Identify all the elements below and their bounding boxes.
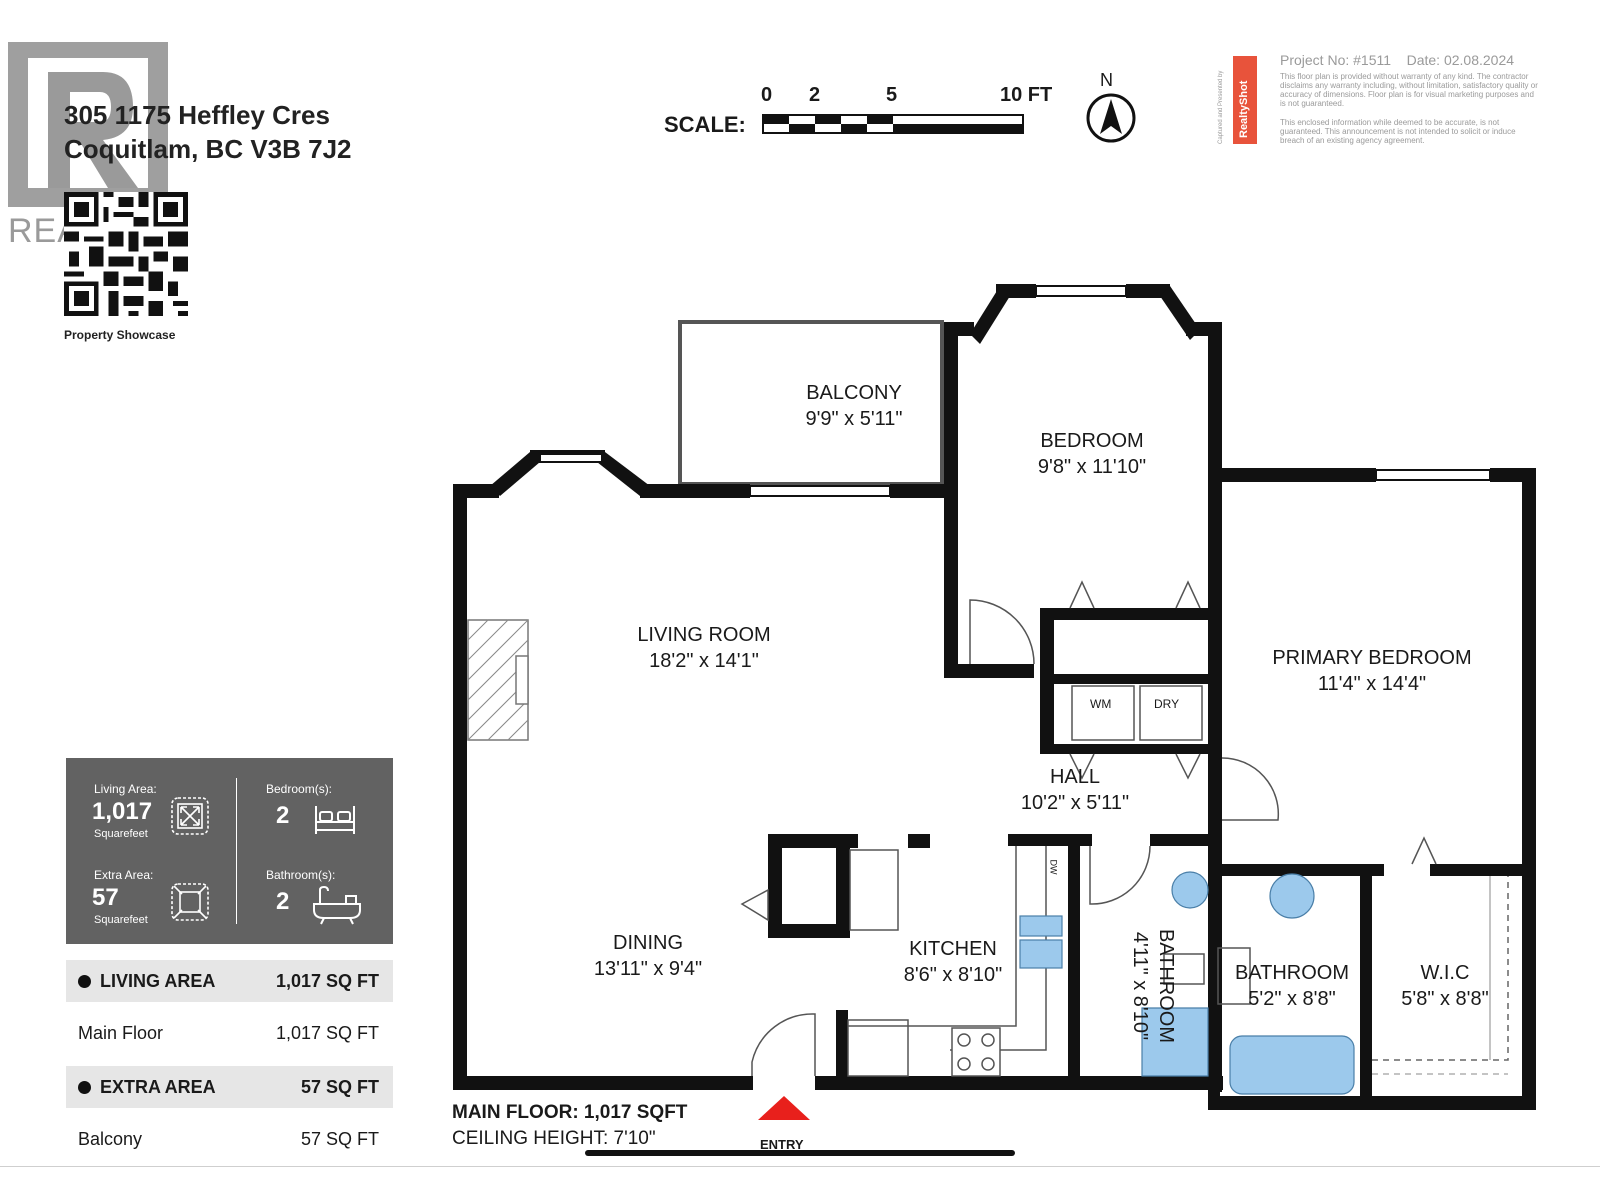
address-line-1: 305 1175 Heffley Cres	[64, 100, 330, 130]
area-row-extra: EXTRA AREA 57 SQ FT	[66, 1066, 393, 1108]
north-label: N	[1100, 70, 1113, 90]
room-name: BATHROOM	[1234, 962, 1350, 984]
room-name: PRIMARY BEDROOM	[1272, 647, 1472, 669]
area-row-value: 1,017 SQ FT	[275, 1023, 379, 1043]
bed-icon	[315, 806, 355, 834]
qr-code[interactable]	[64, 192, 188, 316]
area-row-label: LIVING AREA	[100, 971, 216, 991]
washer-label: WM	[1090, 697, 1112, 711]
card-divider	[236, 778, 237, 924]
project-date: Date: 02.08.2024	[1406, 52, 1515, 68]
room-name: HALL	[1049, 766, 1101, 788]
area-row-value: 1,017 SQ FT	[275, 971, 379, 991]
area-row-main-floor: Main Floor 1,017 SQ FT	[66, 1012, 393, 1054]
project-info: Project No: #1511 Date: 02.08.2024	[1280, 52, 1514, 68]
home-indicator-bar[interactable]	[585, 1150, 1015, 1156]
room-kitchen: KITCHEN 8'6" x 8'10"	[878, 936, 1028, 988]
disclaimer-text-1: This floor plan is provided without warr…	[1280, 72, 1538, 108]
room-name: DINING	[613, 932, 683, 954]
room-dims: 8'6" x 8'10"	[903, 964, 1003, 986]
room-dims: 13'11" x 9'4"	[593, 958, 703, 980]
area-row-label: Main Floor	[78, 1023, 164, 1043]
extra-area-value: 57	[92, 884, 119, 911]
area-row-value: 57 SQ FT	[300, 1129, 379, 1149]
room-name: KITCHEN	[909, 938, 997, 960]
area-row-value: 57 SQ FT	[300, 1077, 379, 1097]
bullet-icon	[78, 975, 91, 988]
bullet-icon	[78, 1081, 91, 1094]
realtyshot-logo: RealtyShot	[1233, 56, 1257, 144]
room-dims: 5'2" x 8'8"	[1248, 988, 1336, 1010]
room-wic: W.I.C 5'8" x 8'8"	[1380, 960, 1510, 1012]
room-dims: 9'9" x 5'11"	[805, 408, 903, 430]
extra-area-unit: Squarefeet	[94, 914, 148, 926]
scale-tick-10: 10 FT	[1000, 84, 1053, 106]
scale-label: SCALE:	[664, 112, 746, 137]
summary-card: Living Area: 1,017 Squarefeet Extra Area…	[66, 758, 393, 944]
bottom-divider	[0, 1166, 1600, 1167]
room-dims: 11'4" x 14'4"	[1317, 673, 1427, 695]
scale-tick-0: 0	[761, 84, 773, 106]
project-number: Project No: #1511	[1280, 52, 1392, 68]
bathrooms-value: 2	[276, 888, 290, 915]
room-bedroom: BEDROOM 9'8" x 11'10"	[1002, 428, 1182, 480]
room-hall: HALL 10'2" x 5'11"	[1000, 764, 1150, 816]
area-row-label: Balcony	[78, 1129, 143, 1149]
scale-tick-5: 5	[886, 84, 898, 106]
living-area-unit: Squarefeet	[94, 828, 148, 840]
room-primary-bedroom: PRIMARY BEDROOM 11'4" x 14'4"	[1262, 645, 1482, 697]
dishwasher-label: DW	[1048, 859, 1059, 875]
bedrooms-label: Bedroom(s):	[266, 782, 333, 796]
room-name: BATHROOM	[1155, 928, 1177, 1044]
living-area-value: 1,017	[92, 798, 153, 825]
expand-area-icon	[171, 797, 209, 835]
scale-tick-2: 2	[809, 84, 821, 106]
room-name: W.I.C	[1420, 962, 1470, 984]
room-balcony: BALCONY 9'9" x 5'11"	[764, 380, 944, 432]
room-dining: DINING 13'11" x 9'4"	[558, 930, 738, 982]
address-line-2: Coquitlam, BC V3B 7J2	[64, 134, 352, 164]
scale-bar	[762, 114, 1024, 134]
room-living: LIVING ROOM 18'2" x 14'1"	[614, 622, 794, 674]
room-dims: 18'2" x 14'1"	[649, 650, 759, 672]
main-floor-total: MAIN FLOOR: 1,017 SQFT	[452, 1102, 688, 1123]
area-row-balcony: Balcony 57 SQ FT	[66, 1118, 393, 1160]
extra-area-label: Extra Area:	[94, 868, 154, 882]
qr-caption: Property Showcase	[64, 328, 176, 342]
compass-icon	[1086, 93, 1136, 143]
bedrooms-value: 2	[276, 802, 290, 829]
room-dims: 5'8" x 8'8"	[1401, 988, 1489, 1010]
property-address: 305 1175 Heffley Cres Coquitlam, BC V3B …	[64, 98, 352, 166]
room-name: BEDROOM	[1040, 430, 1144, 452]
bathrooms-label: Bathroom(s):	[266, 868, 336, 882]
room-name: BALCONY	[806, 382, 902, 404]
room-name: LIVING ROOM	[637, 624, 771, 646]
entry-label: ENTRY	[760, 1137, 804, 1152]
area-row-living: LIVING AREA 1,017 SQ FT	[66, 960, 393, 1002]
compress-area-icon	[171, 883, 209, 921]
brand-side-text: Captured and Presented by	[1218, 70, 1224, 144]
living-area-label: Living Area:	[94, 782, 157, 796]
bathtub-icon	[313, 885, 361, 925]
room-dims: 9'8" x 11'10"	[1037, 456, 1147, 478]
room-dims: 10'2" x 5'11"	[1020, 792, 1130, 814]
area-row-label: EXTRA AREA	[100, 1077, 216, 1097]
room-bathroom-2: BATHROOM 5'2" x 8'8"	[1222, 960, 1362, 1012]
disclaimer-text-2: This enclosed information while deemed t…	[1280, 118, 1516, 145]
ceiling-height: CEILING HEIGHT: 7'10"	[452, 1128, 656, 1149]
dryer-label: DRY	[1154, 697, 1180, 711]
room-bathroom-1: BATHROOM 4'11" x 8'10"	[1127, 891, 1179, 1081]
realtor-logo-watermark	[8, 42, 168, 207]
room-dims: 4'11" x 8'10"	[1129, 931, 1151, 1041]
